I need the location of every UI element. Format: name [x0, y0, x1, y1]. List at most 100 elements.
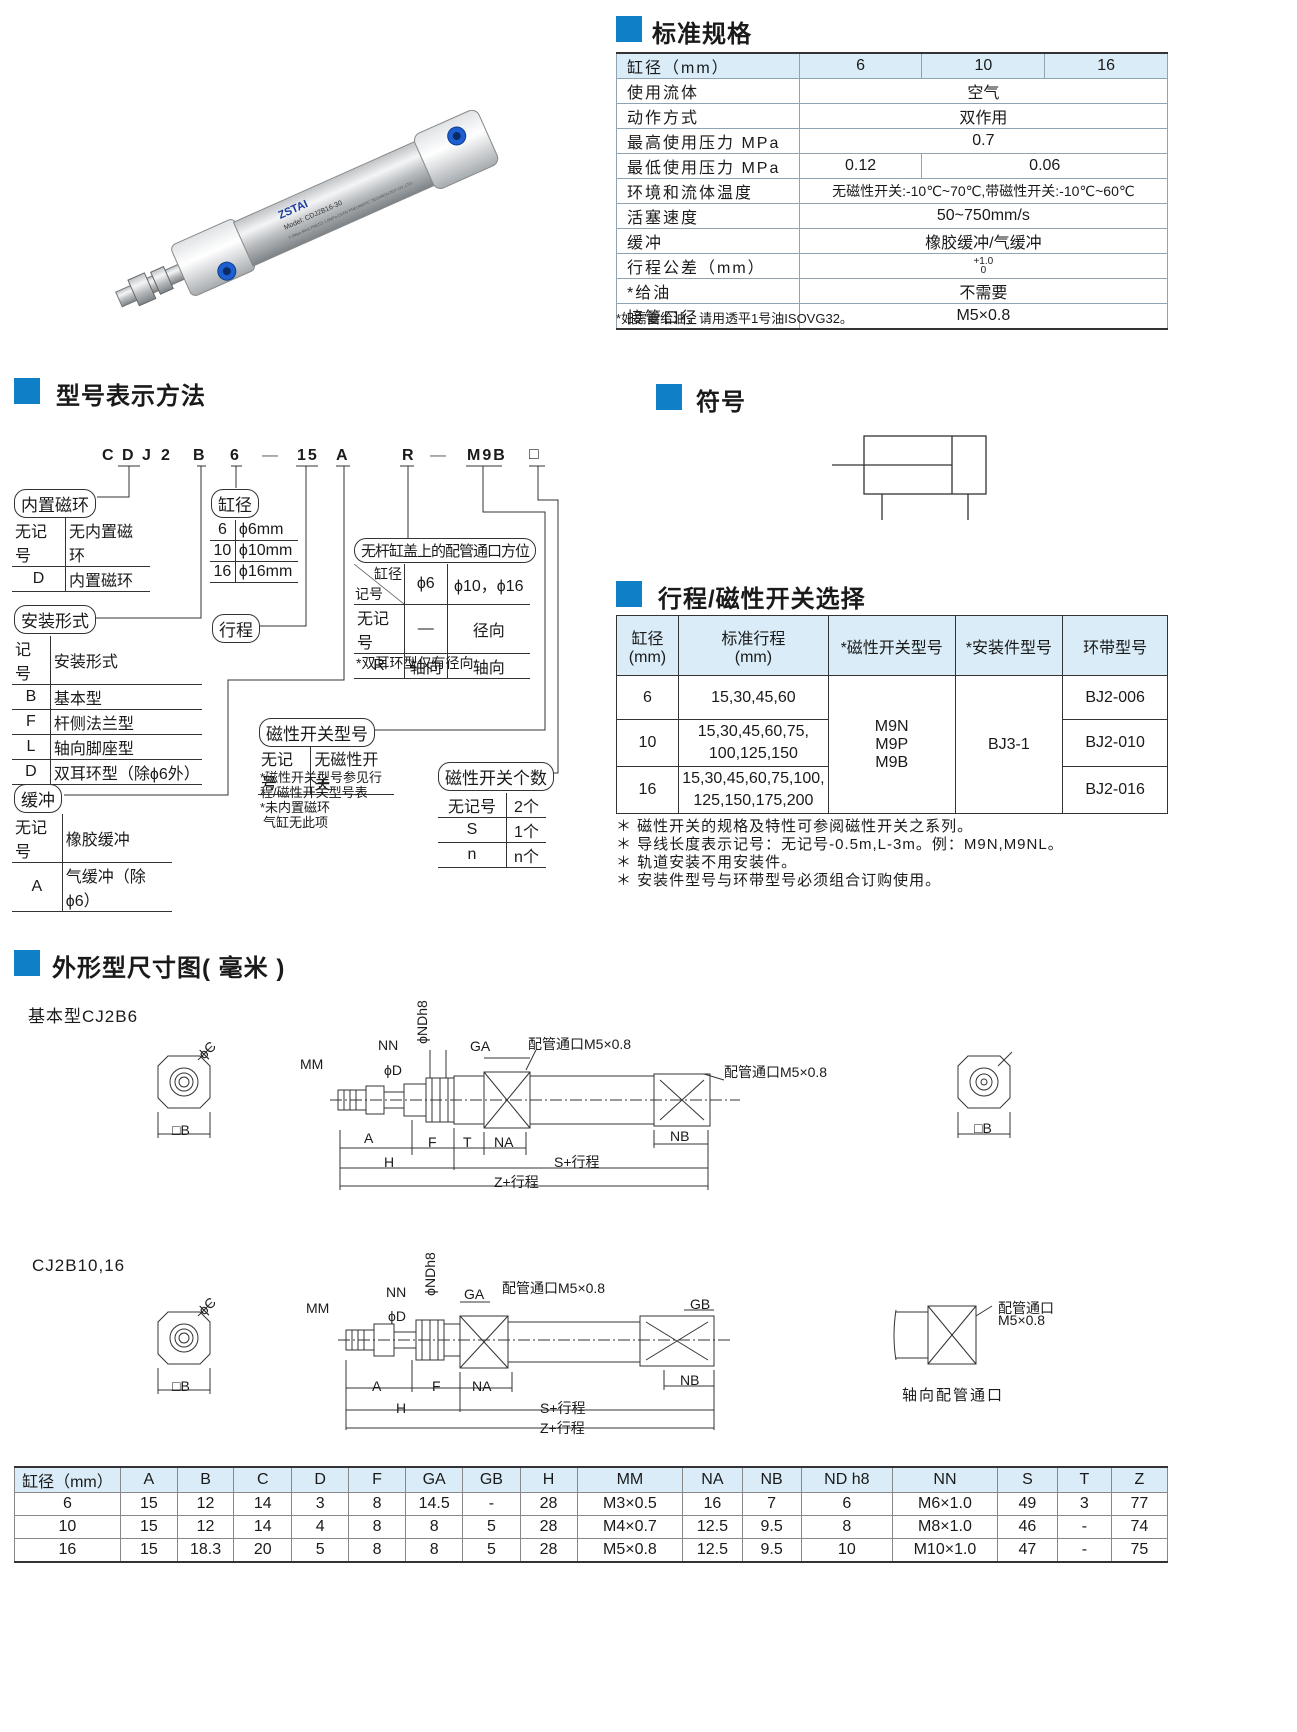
label-port: 配管通口M5×0.8: [502, 1280, 606, 1296]
table-cell: 28: [519, 1515, 578, 1539]
mount-part: BJ3-1: [954, 675, 1064, 814]
table-cell: 18.3: [176, 1538, 235, 1563]
label-h: H: [396, 1400, 407, 1416]
table-cell: 14: [233, 1492, 293, 1516]
cell: 无记号: [354, 604, 405, 654]
label-s-stroke: S+行程: [540, 1400, 586, 1416]
switch-box: 磁性开关型号: [259, 718, 375, 747]
table-cell: M10×1.0: [891, 1538, 998, 1563]
table-cell: 3: [291, 1492, 350, 1516]
spec-value: 不需要: [798, 278, 1169, 304]
cell: BJ2-006: [1062, 675, 1168, 720]
cell: 无记号: [12, 814, 63, 863]
cell: 双耳环型（除ϕ6外）: [49, 759, 202, 785]
cell: 16: [210, 561, 236, 583]
cell: 内置磁环: [65, 566, 150, 592]
label-a: A: [372, 1378, 382, 1394]
spec-header-label: 缸径（mm）: [616, 52, 800, 79]
code-char: R: [402, 447, 416, 464]
second-type-title: CJ2B10,16: [32, 1256, 126, 1275]
label-nn: NN: [378, 1037, 399, 1053]
label-h: H: [384, 1154, 395, 1170]
table-cell: 15: [119, 1492, 178, 1516]
table-cell: 28: [519, 1538, 578, 1563]
stroke-table-title: 行程/磁性开关选择: [658, 586, 866, 613]
spec-label: 活塞速度: [616, 203, 800, 229]
port-corner: 缸径 记号: [354, 564, 405, 605]
table-cell: M5×0.8: [576, 1538, 684, 1563]
table-cell: 47: [996, 1538, 1058, 1563]
side-view-cj2b10-16: [338, 1301, 730, 1430]
table-cell: 12: [176, 1515, 235, 1539]
table-cell: 10: [14, 1515, 121, 1539]
spec-value: 橡胶缓冲/气缓冲: [798, 228, 1169, 254]
mount-box: 安装形式: [14, 605, 96, 634]
code-char: —: [430, 447, 448, 464]
code-char: 15: [297, 447, 319, 464]
table-cell: 8: [348, 1538, 406, 1563]
column-header: 缸径（mm）: [14, 1466, 121, 1493]
code-char: M9B: [467, 447, 507, 464]
cell: n个: [506, 842, 546, 868]
cushion-box: 缓冲: [14, 784, 62, 813]
spec-value: M5×0.8: [798, 303, 1169, 330]
table-cell: -: [1056, 1515, 1112, 1539]
axial-port-view: [893, 1305, 993, 1365]
spec-value: 双作用: [798, 103, 1169, 129]
cell: 无记号: [258, 746, 311, 795]
note-line: ＊ 导线长度表示记号：无记号-0.5m,L-3m。例：M9N,M9NL。: [616, 836, 1064, 853]
cell: 10: [616, 719, 679, 767]
label-port-axial: 配管通口M5×0.8: [724, 1064, 828, 1080]
column-header: GA: [404, 1466, 464, 1493]
column-header: NN: [891, 1466, 998, 1493]
code-char: C: [102, 447, 116, 464]
column-header: MM: [576, 1466, 684, 1493]
table-cell: 20: [233, 1538, 293, 1563]
note-line: ＊ 安装件型号与环带型号必须组合订购使用。: [616, 872, 942, 889]
column-header: H: [519, 1466, 578, 1493]
table-cell: 49: [996, 1492, 1058, 1516]
table-cell: 7: [741, 1492, 802, 1516]
column-header: NA: [682, 1466, 743, 1493]
product-photo: ZSTAI Model: CDJ2B16-30 2.0Mpa MAX.PRESS…: [115, 110, 499, 308]
table-cell: 8: [348, 1515, 406, 1539]
cell: 6: [616, 675, 679, 720]
spec-header-row: 缸径（mm） 6 10 16: [616, 52, 1168, 79]
switch-notes: *磁性开关型号参见行 程/磁性开关型号表 *未内置磁环 气缸无此项: [260, 770, 382, 830]
label-na: NA: [494, 1134, 514, 1150]
spec-table: 缸径（mm） 6 10 16 使用流体空气 动作方式双作用 最高使用压力 MPa…: [616, 52, 1169, 330]
label-t: T: [463, 1134, 472, 1150]
table-cell: 5: [462, 1515, 521, 1539]
col-header: 标准行程 (mm): [677, 615, 829, 676]
spec-row: 环境和流体温度无磁性开关:-10℃~70℃,带磁性开关:-10℃~60℃: [616, 178, 1169, 204]
label-nb: NB: [670, 1128, 690, 1144]
table-cell: 15: [119, 1538, 178, 1563]
note-line: ＊ 轨道安装不用安装件。: [616, 854, 798, 871]
code-char: D: [122, 447, 136, 464]
table-cell: 6: [800, 1492, 893, 1516]
cell: 无记号: [12, 518, 66, 567]
section-marker: [14, 950, 40, 976]
table-cell: 46: [996, 1515, 1058, 1539]
port-box: 无杆缸盖上的配管通口方位: [354, 538, 537, 563]
end-view-rod: [157, 1045, 213, 1138]
table-cell: 5: [462, 1538, 521, 1563]
end-view-head: [957, 1051, 1013, 1138]
column-header: C: [233, 1466, 293, 1493]
label-b: □B: [172, 1122, 190, 1138]
column-header: B: [176, 1466, 235, 1493]
cell: 10: [210, 540, 236, 562]
table-cell: 8: [404, 1515, 464, 1539]
model-title: 型号表示方法: [56, 383, 206, 410]
column-header: S: [996, 1466, 1058, 1493]
section-marker: [616, 581, 642, 607]
table-cell: 75: [1110, 1538, 1169, 1563]
stroke-table: 缸径 (mm) 标准行程 (mm) *磁性开关型号 *安装件型号 环带型号 6 …: [616, 615, 1168, 814]
